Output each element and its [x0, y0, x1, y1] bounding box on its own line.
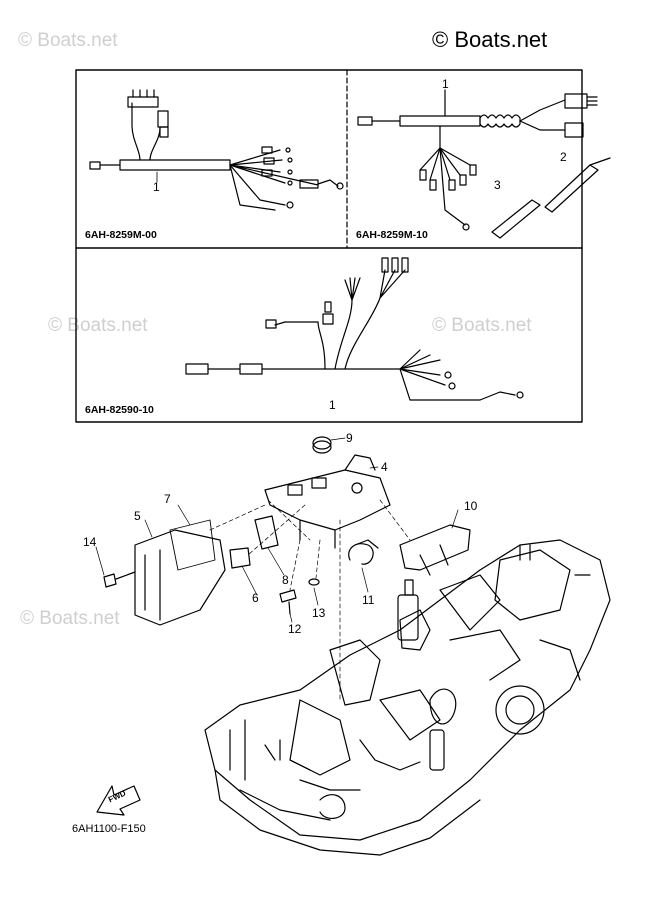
wire-harness-8259m-00 [89, 89, 344, 211]
callout-8: 8 [282, 573, 289, 587]
callout-4: 4 [381, 460, 388, 474]
part-code-8259m-10: 6AH-8259M-10 [356, 229, 428, 241]
copyright-notice: © Boats.net [432, 27, 548, 52]
watermark-mid-left: © Boats.net [48, 315, 148, 336]
engine-assembly-art [95, 436, 611, 856]
part-code-82590-10: 6AH-82590-10 [85, 404, 154, 416]
callout-14: 14 [83, 535, 97, 549]
callout-11: 11 [362, 593, 375, 607]
callout-5: 5 [134, 509, 141, 523]
callout-12: 12 [288, 622, 302, 636]
callout-harness-3-item: 1 [329, 398, 336, 412]
callout-cable-tie: 2 [560, 150, 567, 164]
watermark-bottom-left: © Boats.net [20, 608, 120, 629]
callout-harness-2-item: 1 [442, 77, 449, 91]
diagram-code: 6AH1100-F150 [72, 823, 146, 835]
wire-harness-82590-10 [185, 257, 524, 401]
wire-harness-8259m-10 [357, 89, 611, 239]
part-code-8259m-00: 6AH-8259M-00 [85, 229, 157, 241]
callout-6: 6 [252, 591, 259, 605]
watermark-mid-right: © Boats.net [432, 315, 532, 336]
callout-tube: 3 [494, 178, 501, 192]
harness-inset-frame [75, 69, 583, 423]
callout-harness-1-item: 1 [153, 180, 160, 194]
callout-7: 7 [164, 492, 171, 506]
callout-13: 13 [312, 606, 326, 620]
watermark-top-left: © Boats.net [18, 30, 118, 51]
callout-9: 9 [346, 431, 353, 445]
callout-10: 10 [464, 499, 478, 513]
